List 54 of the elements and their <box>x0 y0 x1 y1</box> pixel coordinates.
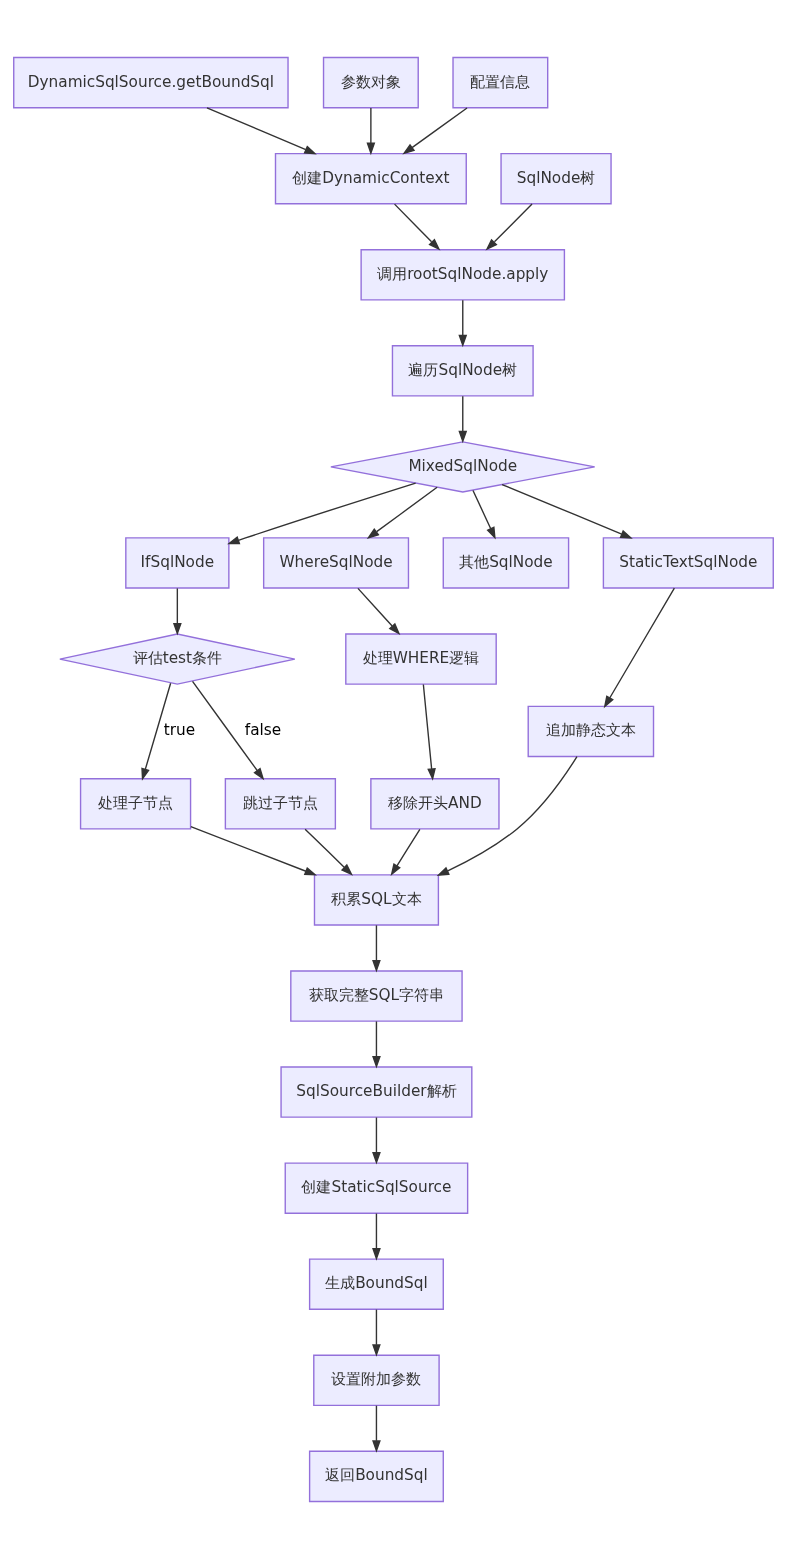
arrow <box>141 682 172 781</box>
arrow <box>366 486 438 539</box>
arrow <box>422 683 436 781</box>
node-box: 获取完整SQL字符串 <box>290 969 463 1022</box>
node-box: IfSqlNode <box>125 536 230 589</box>
node-box: 设置附加参数 <box>313 1354 440 1406</box>
node-box: 调用rootSqlNode.apply <box>360 248 566 301</box>
arrow <box>227 481 417 544</box>
node-box: 处理WHERE逻辑 <box>345 632 497 685</box>
node-diamond: MixedSqlNode <box>330 440 596 493</box>
node-box: SqlSourceBuilder解析 <box>280 1065 473 1118</box>
node-box: SqlNode树 <box>500 152 612 204</box>
arrow <box>172 587 182 635</box>
edge-label: true <box>163 720 196 739</box>
node-box: WhereSqlNode <box>262 536 410 589</box>
arrow <box>190 825 318 876</box>
node-box: DynamicSqlSource.getBoundSql <box>13 56 289 108</box>
node-box: 创建DynamicContext <box>274 152 467 204</box>
node-box: 其他SqlNode <box>442 536 570 589</box>
arrow <box>372 1404 381 1453</box>
node-box: 生成BoundSql <box>308 1257 444 1310</box>
node-box: 遍历SqlNode树 <box>391 344 534 397</box>
arrow <box>372 1116 381 1165</box>
arrow <box>357 587 401 635</box>
arrow <box>603 586 676 708</box>
node-box: 返回BoundSql <box>308 1450 444 1502</box>
arrow <box>304 828 353 876</box>
arrow <box>436 755 578 876</box>
node-box: 创建StaticSqlSource <box>284 1161 469 1214</box>
node-diamond: 评估test条件 <box>59 632 296 685</box>
node-box: 移除开头AND <box>370 777 500 830</box>
arrow <box>485 202 533 251</box>
node-box: 积累SQL文本 <box>313 873 440 926</box>
node-box: 追加静态文本 <box>527 705 655 757</box>
arrow <box>501 483 633 539</box>
arrow <box>390 828 421 876</box>
arrow <box>472 489 496 540</box>
arrow <box>191 680 265 780</box>
arrow <box>372 1308 381 1357</box>
arrow <box>458 395 468 443</box>
arrow <box>372 924 381 972</box>
edge-label: false <box>244 720 282 739</box>
node-box: 配置信息 <box>452 56 549 108</box>
arrow <box>393 202 441 251</box>
arrow <box>372 1212 381 1261</box>
arrow <box>458 299 468 347</box>
node-box: StaticTextSqlNode <box>602 536 774 589</box>
arrow <box>366 106 376 155</box>
node-box: 参数对象 <box>322 56 419 108</box>
node-box: 处理子节点 <box>79 777 192 830</box>
node-box: 跳过子节点 <box>224 777 337 830</box>
arrow <box>402 106 468 155</box>
arrow <box>372 1020 381 1069</box>
arrow <box>206 106 317 154</box>
